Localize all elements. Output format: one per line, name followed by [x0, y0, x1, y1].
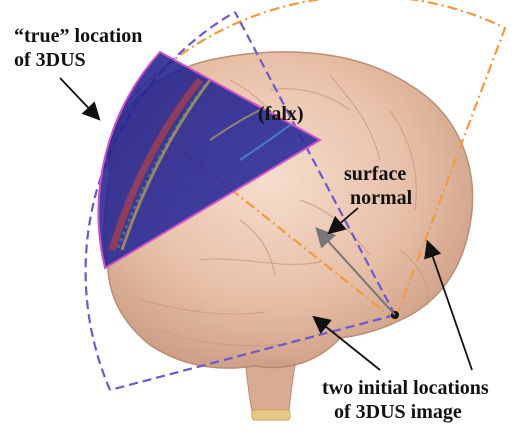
- true-location-arrow: [60, 78, 98, 118]
- stem-cut: [252, 410, 290, 420]
- falx-label: (falx): [258, 104, 304, 124]
- true-location-label-line2: of 3DUS: [14, 50, 86, 70]
- initial-locations-label-line1: two initial locations: [322, 378, 489, 398]
- true-location-label-line1: “true” location: [14, 26, 142, 46]
- initial-locations-label-line2: of 3DUS image: [334, 402, 462, 422]
- surface-normal-label-line2: normal: [350, 188, 412, 208]
- surface-normal-label-line1: surface: [344, 164, 406, 184]
